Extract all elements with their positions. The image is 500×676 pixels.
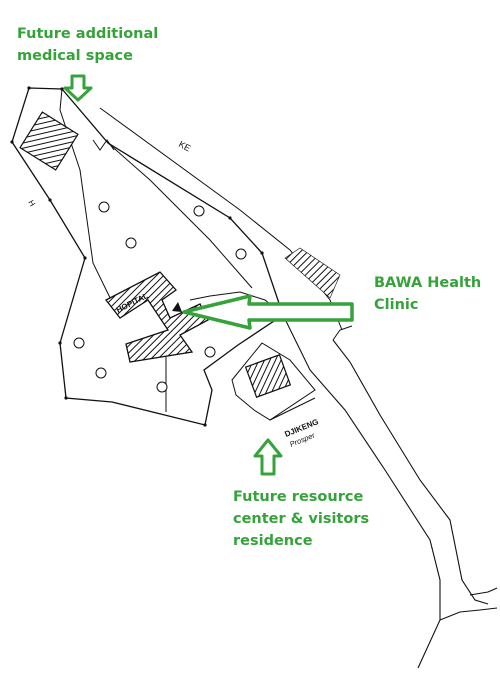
clinic-line-2: Clinic bbox=[374, 297, 419, 313]
road-line-2 bbox=[282, 314, 441, 669]
hospital-entrance-marker bbox=[172, 302, 182, 312]
slope-hatch bbox=[284, 247, 341, 299]
road-edge bbox=[107, 142, 253, 289]
future-medical-line-2: medical space bbox=[17, 48, 133, 64]
road-curve bbox=[332, 325, 353, 341]
future-resource-line-2: center & visitors bbox=[233, 511, 370, 527]
small-arrow-mark bbox=[92, 139, 115, 151]
future-resource-line-3: residence bbox=[233, 533, 313, 549]
resource-center-divider bbox=[269, 397, 316, 421]
side-h-label: H bbox=[26, 199, 37, 209]
road-branch-2 bbox=[439, 607, 498, 621]
road-branch bbox=[469, 587, 498, 596]
resource-center-building bbox=[244, 354, 292, 398]
parcel-subdivision bbox=[59, 88, 117, 311]
future-resource-line-1: Future resource bbox=[233, 489, 364, 505]
hospital-building bbox=[105, 271, 209, 363]
clinic-line-1: BAWA Health bbox=[374, 275, 482, 291]
clinic-annotation: BAWA Health Clinic bbox=[374, 272, 481, 316]
arrow-left-icon bbox=[182, 294, 354, 330]
future-medical-building bbox=[19, 111, 79, 171]
future-medical-annotation: Future additional medical space bbox=[17, 23, 158, 67]
future-resource-annotation: Future resource center & visitors reside… bbox=[233, 486, 369, 552]
parcel-outline bbox=[11, 87, 284, 426]
corner-points bbox=[10, 86, 264, 427]
road-ke-label: KE bbox=[177, 139, 192, 153]
arrow-up-icon bbox=[253, 438, 283, 476]
future-medical-line-1: Future additional bbox=[17, 26, 159, 42]
road-line-3 bbox=[332, 339, 489, 605]
survey-markers bbox=[73, 201, 247, 393]
resource-center-parcel bbox=[231, 342, 316, 421]
arrow-down-icon bbox=[63, 74, 93, 102]
